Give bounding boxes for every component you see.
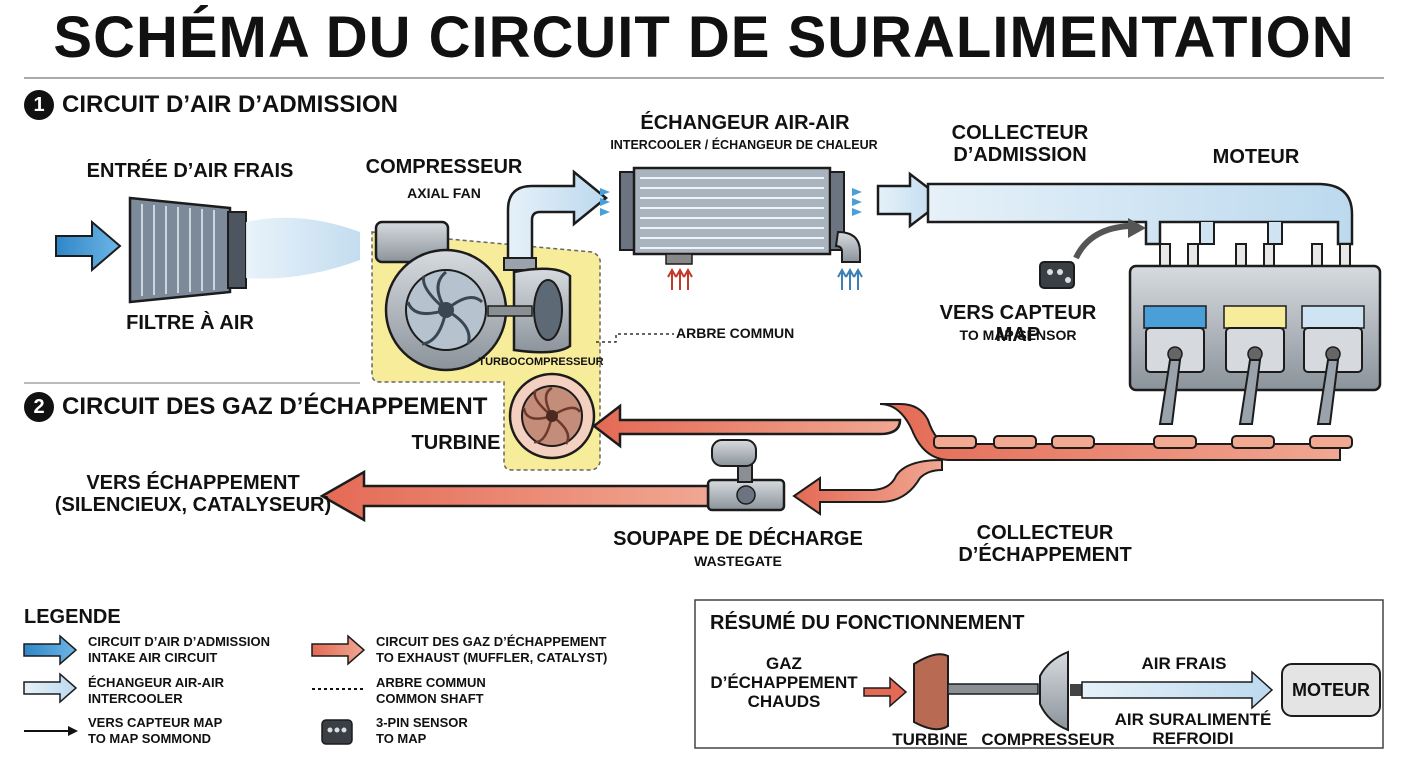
page-title: SCHÉMA DU CIRCUIT DE SURALIMENTATION (53, 5, 1355, 70)
engine-label: MOTEUR (1212, 146, 1300, 168)
summary-box (694, 599, 1384, 749)
turbocharger-label: TURBOCOMPRESSEUR (478, 356, 604, 368)
shaft-icon (487, 305, 533, 317)
map-sensor-label: VERS CAPTEUR MAP (939, 302, 1097, 347)
turbine-label: TURBINE (411, 432, 501, 454)
section-number-badge: 2 (24, 392, 54, 422)
summary-boosted-air-label: AIR SURALIMENTÉ REFROIDI (1114, 710, 1272, 749)
legend-item-common-shaft: ARBRE COMMUN COMMON SHAFT (376, 675, 486, 706)
turbine-icon (508, 372, 596, 460)
compressor-wheel-icon (512, 267, 572, 354)
exhaust-to-wastegate-arrow (792, 458, 943, 516)
summary-compressor-label: COMPRESSEUR (981, 730, 1115, 749)
wastegate-icon (706, 439, 786, 512)
intercooler-sub-label: INTERCOOLER / ÉCHANGEUR DE CHALEUR (610, 138, 878, 152)
air-filter-icon (128, 196, 360, 304)
section-intake-label: CIRCUIT D’AIR D’ADMISSION (62, 91, 398, 118)
summary-engine-label: MOTEUR (1292, 680, 1370, 700)
section-intake-header: 1 CIRCUIT D’AIR D’ADMISSION (24, 90, 398, 120)
compressor-sub-label: AXIAL FAN (407, 185, 481, 201)
compressor-outlet-pipe (506, 169, 608, 264)
section-exhaust-header: 2 CIRCUIT DES GAZ D’ÉCHAPPEMENT (24, 392, 487, 422)
summary-turbine-label: TURBINE (892, 730, 968, 749)
air-filter-label: FILTRE À AIR (126, 312, 254, 334)
section-number-badge: 1 (24, 90, 54, 120)
legend-item-intake: CIRCUIT D’AIR D’ADMISSION INTAKE AIR CIR… (88, 634, 270, 665)
map-sensor-icon (1039, 218, 1146, 289)
legend-item-intercooler: ÉCHANGEUR AIR-AIR INTERCOOLER (88, 675, 225, 706)
light-blue-arrow-icon (23, 672, 78, 704)
summary-title: RÉSUMÉ DU FONCTIONNEMENT (710, 612, 1025, 634)
blue-arrow-icon (23, 634, 78, 666)
legend-item-map: VERS CAPTEUR MAP TO MAP SOMMOND (88, 715, 223, 746)
to-exhaust-label: VERS ÉCHAPPEMENT (SILENCIEUX, CATALYSEUR… (54, 472, 332, 517)
fresh-air-inlet-label: ENTRÉE D’AIR FRAIS (86, 160, 294, 182)
intake-manifold-icon (926, 182, 1354, 246)
to-exhaust-arrow (319, 469, 710, 523)
intercooler-icon (600, 166, 863, 290)
compressor-icon (374, 220, 508, 372)
thin-arrow-icon (24, 726, 78, 736)
engine-icon (1128, 243, 1382, 425)
sensor-connector-icon (321, 719, 353, 745)
common-shaft-label: ARBRE COMMUN (676, 325, 795, 341)
legend-icons (23, 634, 366, 745)
exhaust-to-turbine-arrow (591, 403, 902, 449)
intake-manifold-label: COLLECTEUR D’ADMISSION (951, 122, 1089, 167)
summary-turbo-icon (863, 650, 1381, 732)
wastegate-sub-label: WASTEGATE (694, 553, 782, 569)
compressor-label: COMPRESSEUR (365, 156, 523, 178)
wastegate-label: SOUPAPE DE DÉCHARGE (613, 528, 863, 550)
summary-hot-gas-label: GAZ D’ÉCHAPPEMENT CHAUDS (710, 654, 858, 712)
intercooler-label: ÉCHANGEUR AIR-AIR (640, 112, 850, 134)
legend-item-exhaust: CIRCUIT DES GAZ D’ÉCHAPPEMENT TO EXHAUST… (376, 634, 608, 665)
common-shaft-leader (596, 333, 674, 343)
exhaust-manifold-label: COLLECTEUR D’ÉCHAPPEMENT (958, 522, 1132, 567)
legend-item-sensor: 3-PIN SENSOR TO MAP (376, 715, 468, 746)
fresh-air-arrow (55, 219, 122, 273)
map-sensor-sub-label: TO MAP SENSOR (959, 327, 1077, 343)
summary-fresh-air-label: AIR FRAIS (1141, 654, 1227, 673)
exhaust-manifold-icon (879, 403, 1341, 461)
section-exhaust-label: CIRCUIT DES GAZ D’ÉCHAPPEMENT (62, 393, 488, 420)
salmon-arrow-icon (311, 634, 366, 666)
legend-title: LEGENDE (24, 606, 121, 628)
